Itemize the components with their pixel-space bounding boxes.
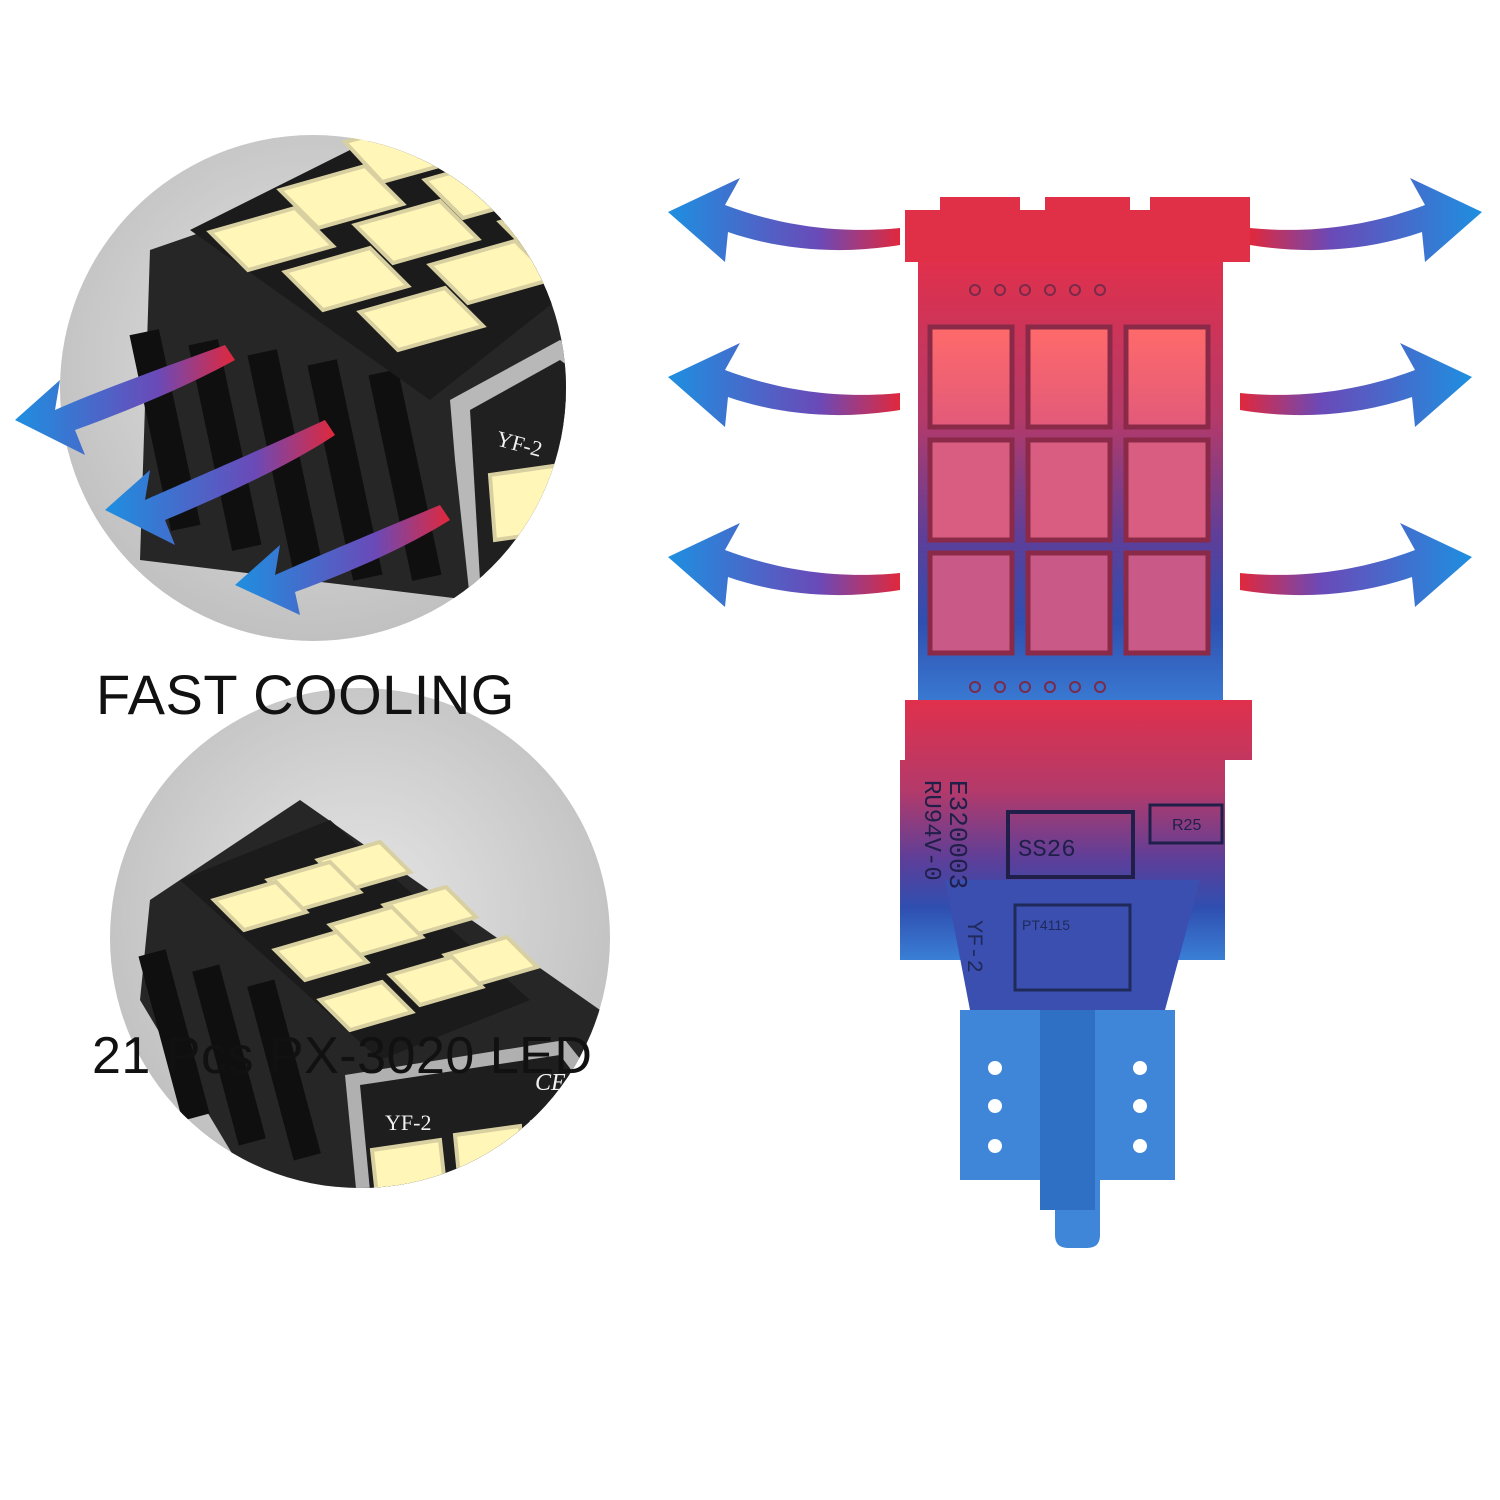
airflow-arrow-icon	[15, 345, 235, 455]
airflow-arrow-right-icon	[1250, 178, 1482, 262]
led-count-caption: 21 Pcs PX-3020 LED	[92, 1027, 593, 1085]
airflow-arrow-right-icon	[1240, 523, 1472, 607]
bulb-code-label: E320003	[942, 780, 972, 889]
ic-label: PT4115	[1022, 917, 1070, 933]
bottom-zoom-rohs-label: ROHS	[500, 1184, 548, 1204]
zoom-circle-bottom: YF-2 CE ROHS RU94V-0	[110, 688, 610, 1236]
fast-cooling-caption: FAST COOLING	[96, 663, 515, 726]
bottom-zoom-model-label: YF-2	[385, 1110, 431, 1135]
airflow-arrow-right-icon	[1240, 343, 1472, 427]
top-zoom-rating-label: RU94V-0	[491, 577, 526, 657]
airflow-arrow-icon	[235, 505, 450, 615]
contact-holes	[988, 1061, 1147, 1153]
led-bulb: SS26 R25 PT4115 E320003 RU94V-0 YF-2	[900, 197, 1252, 1248]
bulb-rating-label: RU94V-0	[917, 780, 944, 881]
led-chip-grid	[927, 324, 1211, 656]
diode-label: SS26	[1018, 837, 1076, 864]
resistor-label: R25	[1172, 817, 1201, 834]
bulb-model-label: YF-2	[961, 920, 986, 973]
airflow-arrow-left-icon	[668, 343, 900, 427]
airflow-arrow-left-icon	[668, 178, 900, 262]
cooling-arrows-left-zoom	[15, 345, 450, 615]
airflow-arrow-left-icon	[668, 523, 900, 607]
airflow-arrow-icon	[105, 420, 335, 545]
bottom-zoom-rating-label: RU94V-0	[360, 1216, 429, 1236]
cooling-arrows-bulb	[668, 178, 1482, 607]
